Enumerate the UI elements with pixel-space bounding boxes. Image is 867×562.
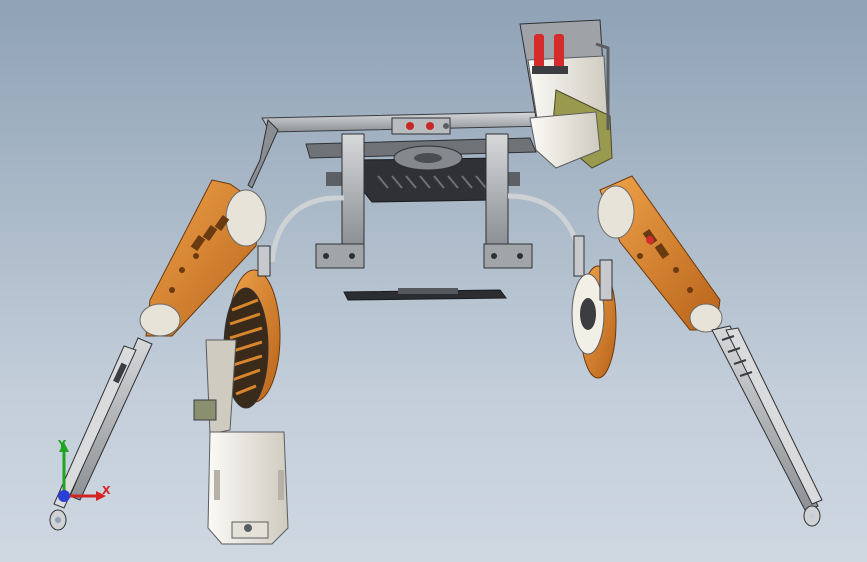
left-leg-strut [49, 337, 153, 531]
x-axis-label: X [102, 484, 111, 497]
left-hip-assembly [139, 179, 267, 337]
y-axis-label: Y [58, 438, 66, 451]
left-knee-disc [223, 245, 281, 409]
z-axis-dot [58, 490, 70, 502]
right-leg-strut [711, 325, 823, 527]
right-knee-disc [571, 235, 617, 379]
right-hip-assembly [597, 175, 723, 333]
left-shank-shell [193, 339, 289, 545]
right-actuator-module [519, 19, 613, 169]
coordinate-triad-icon: Y X [44, 436, 124, 516]
belt-plate [343, 288, 507, 301]
frame-posts [315, 133, 533, 269]
